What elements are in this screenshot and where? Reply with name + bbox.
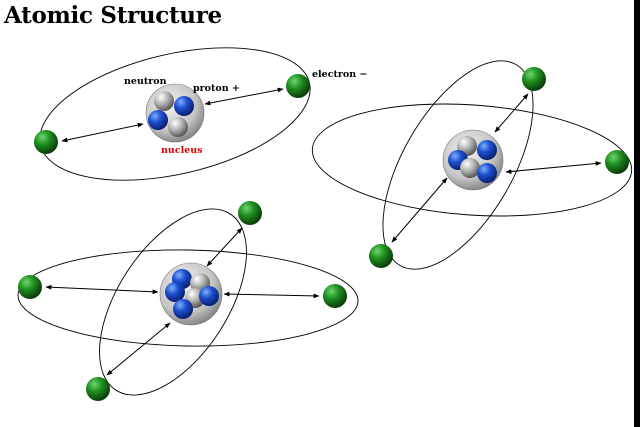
- distance-arrow: [204, 87, 284, 106]
- distance-arrow: [45, 284, 159, 295]
- orbit-ellipse: [99, 208, 247, 396]
- atom-right: [311, 60, 633, 270]
- distance-arrow: [61, 122, 144, 143]
- proton-particle: [174, 96, 194, 116]
- neutron-particle: [168, 117, 188, 137]
- electron-particle: [286, 74, 310, 98]
- electron-particle: [369, 244, 393, 268]
- atom-bottom-left: [17, 201, 359, 401]
- electron-label: electron −: [312, 69, 367, 80]
- distance-arrow: [494, 93, 529, 133]
- nucleus: [442, 129, 504, 191]
- distance-arrow: [206, 227, 243, 267]
- neutron-particle: [460, 158, 480, 178]
- nucleus: [159, 262, 223, 326]
- proton-particle: [148, 110, 168, 130]
- orbit-ellipse: [311, 103, 633, 217]
- proton-particle: [477, 163, 497, 183]
- neutron-label: neutron: [124, 76, 167, 87]
- proton-particle: [199, 286, 219, 306]
- electron-particle: [522, 67, 546, 91]
- orbit-ellipse: [382, 60, 534, 270]
- electron-particle: [605, 150, 629, 174]
- proton-particle: [477, 140, 497, 160]
- window-edge: [634, 0, 640, 427]
- orbit-ellipse: [17, 249, 359, 347]
- distance-arrow: [391, 177, 448, 243]
- proton-label: proton +: [193, 83, 240, 94]
- atom-top-left: neutron proton + electron − nucleus: [34, 47, 367, 181]
- distance-arrow: [223, 291, 320, 299]
- proton-particle: [165, 282, 185, 302]
- electron-particle: [86, 377, 110, 401]
- distance-arrow: [106, 322, 171, 376]
- nucleus-label: nucleus: [161, 145, 203, 156]
- distance-arrow: [505, 161, 602, 174]
- page-title: Atomic Structure: [4, 2, 222, 29]
- electron-particle: [18, 275, 42, 299]
- electron-particle: [238, 201, 262, 225]
- proton-particle: [173, 299, 193, 319]
- nucleus: [145, 83, 205, 143]
- neutron-particle: [154, 91, 174, 111]
- electron-particle: [34, 130, 58, 154]
- electron-particle: [323, 284, 347, 308]
